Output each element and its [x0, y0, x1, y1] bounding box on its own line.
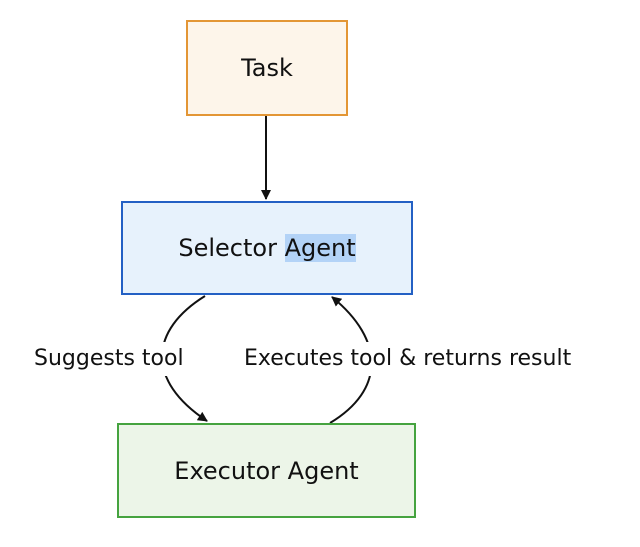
selector-agent-label-prefix: Selector [178, 234, 285, 262]
edge-label-suggests-tool: Suggests tool [34, 342, 184, 376]
executor-agent-label: Executor Agent [174, 456, 359, 485]
task-node-label: Task [241, 54, 293, 82]
edge-label-executes-tool: Executes tool & returns result [244, 342, 572, 376]
selector-agent-label-highlight: Agent [284, 234, 356, 262]
edge-label-executes-clip: Executes tool & returns result [244, 342, 596, 376]
executor-agent-node: Executor Agent [117, 423, 416, 518]
selector-agent-node: Selector Agent [121, 201, 413, 295]
task-node: Task [186, 20, 348, 116]
selector-agent-label: Selector Agent [178, 234, 356, 262]
